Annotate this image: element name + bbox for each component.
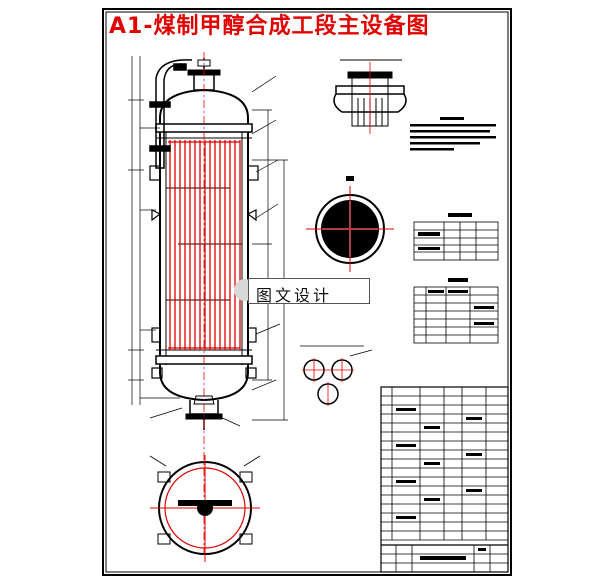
title-block — [381, 544, 508, 572]
bypass-pipe — [149, 59, 193, 169]
cross-section-view — [306, 176, 394, 272]
tube-bundle — [168, 140, 241, 350]
drawing-title: A1-煤制甲醇合成工段主设备图 — [109, 14, 430, 39]
watermark: 图文设计 — [232, 273, 372, 307]
technical-notes — [410, 117, 496, 151]
drawing-sheet-border — [102, 8, 512, 576]
support-lugs — [149, 165, 259, 379]
parts-list-table — [380, 386, 509, 573]
watermark-text: 图文设计 — [256, 286, 333, 305]
plan-view — [149, 455, 261, 562]
nozzle-detail-view — [333, 59, 407, 134]
nozzle-table — [413, 213, 499, 261]
watermark-box — [248, 278, 370, 304]
design-data-table — [413, 278, 499, 344]
left-dimensions — [128, 56, 180, 405]
flange-detail — [300, 345, 373, 406]
